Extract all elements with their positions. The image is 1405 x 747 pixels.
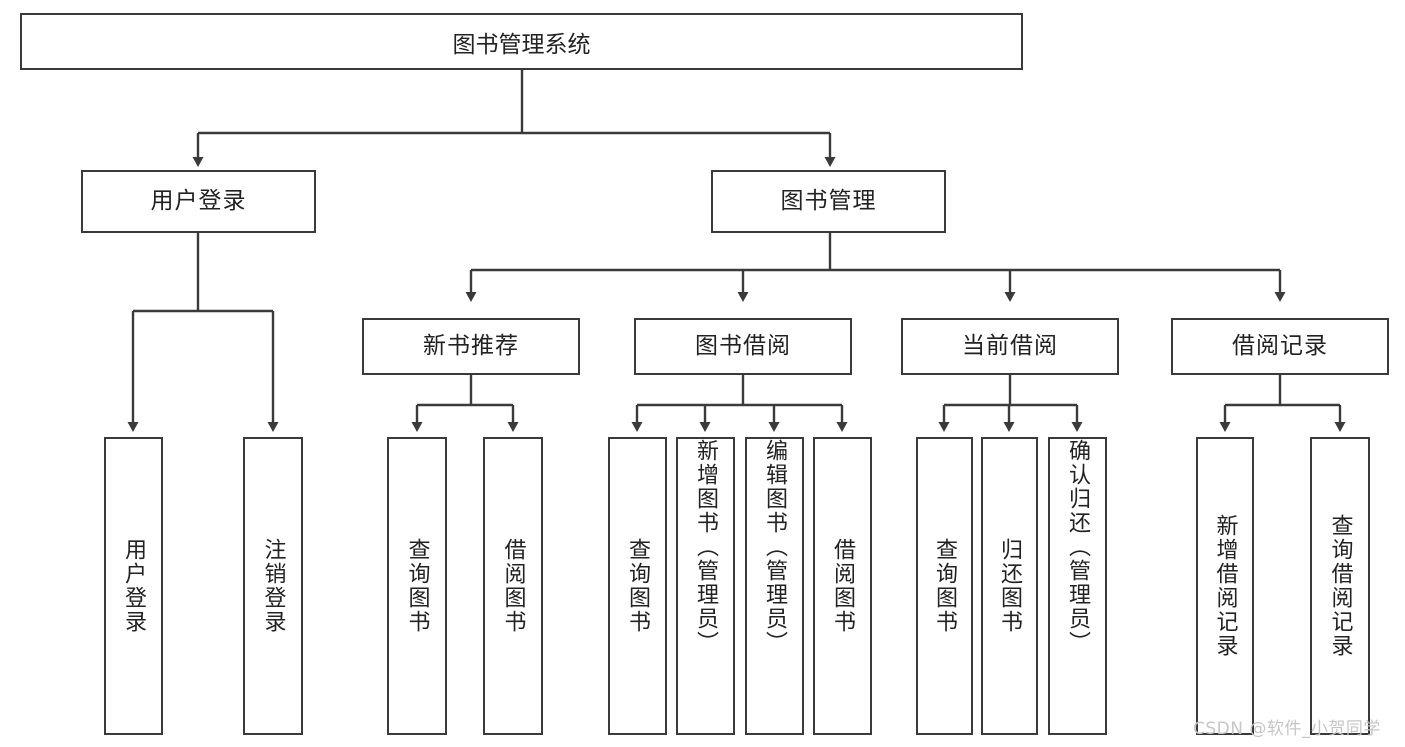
- leaf-cb-return-book-label: 归还图书: [997, 538, 1023, 634]
- leaf-bb-query-book-label: 查询图书: [625, 538, 651, 634]
- leaf-br-query-record-inner: 查询借阅记录: [1312, 439, 1368, 733]
- leaf-bb-query-book[interactable]: 查询图书: [608, 437, 667, 735]
- leaf-user-login-inner: 用户登录: [106, 439, 161, 733]
- leaf-nb-query-book-label: 查询图书: [404, 538, 430, 634]
- leaf-bb-edit-book-label: 编辑图书（管理员）: [762, 439, 788, 655]
- node-book-manage-label: 图书管理: [780, 187, 877, 214]
- leaf-bb-edit-book[interactable]: 编辑图书（管理员）: [745, 437, 804, 735]
- leaf-bb-add-book-label: 新增图书（管理员）: [693, 439, 719, 655]
- leaf-br-add-record[interactable]: 新增借阅记录: [1196, 437, 1254, 735]
- leaf-br-query-record[interactable]: 查询借阅记录: [1310, 437, 1370, 735]
- node-book-manage[interactable]: 图书管理: [711, 170, 946, 233]
- leaf-bb-edit-book-inner: 编辑图书（管理员）: [747, 439, 802, 733]
- node-borrow-record[interactable]: 借阅记录: [1171, 318, 1389, 375]
- node-user-login[interactable]: 用户登录: [81, 170, 316, 233]
- leaf-nb-borrow-book-inner: 借阅图书: [485, 439, 541, 733]
- csdn-watermark-text: CSDN @软件_小贺同学: [1193, 719, 1381, 739]
- leaf-br-add-record-inner: 新增借阅记录: [1198, 439, 1252, 733]
- leaf-nb-borrow-book[interactable]: 借阅图书: [483, 437, 543, 735]
- leaf-cb-return-book-inner: 归还图书: [983, 439, 1036, 733]
- leaf-user-login-label: 用户登录: [121, 538, 147, 634]
- leaf-br-query-record-label: 查询借阅记录: [1327, 514, 1353, 658]
- leaf-bb-add-book-inner: 新增图书（管理员）: [678, 439, 733, 733]
- leaf-bb-add-book[interactable]: 新增图书（管理员）: [676, 437, 735, 735]
- leaf-user-login[interactable]: 用户登录: [104, 437, 163, 735]
- leaf-logout-label: 注销登录: [260, 538, 286, 634]
- node-borrow-record-label: 借阅记录: [1232, 332, 1328, 359]
- leaf-cb-query-book-label: 查询图书: [932, 538, 958, 634]
- leaf-bb-query-book-inner: 查询图书: [610, 439, 665, 733]
- node-user-login-label: 用户登录: [150, 187, 247, 214]
- leaf-cb-confirm-return-label: 确认归还（管理员）: [1065, 439, 1091, 655]
- node-current-borrow[interactable]: 当前借阅: [901, 318, 1119, 375]
- leaf-cb-query-book-inner: 查询图书: [918, 439, 971, 733]
- leaf-cb-query-book[interactable]: 查询图书: [916, 437, 973, 735]
- leaf-nb-query-book[interactable]: 查询图书: [387, 437, 447, 735]
- node-book-borrow[interactable]: 图书借阅: [634, 318, 852, 375]
- leaf-nb-query-book-inner: 查询图书: [389, 439, 445, 733]
- node-current-borrow-label: 当前借阅: [962, 332, 1058, 359]
- leaf-nb-borrow-book-label: 借阅图书: [500, 538, 526, 634]
- leaf-bb-borrow-book-inner: 借阅图书: [815, 439, 870, 733]
- leaf-bb-borrow-book[interactable]: 借阅图书: [813, 437, 872, 735]
- leaf-logout-inner: 注销登录: [245, 439, 301, 733]
- node-new-book-recommend-label: 新书推荐: [423, 332, 519, 359]
- node-root-label: 图书管理系统: [452, 31, 591, 58]
- leaf-logout[interactable]: 注销登录: [243, 437, 303, 735]
- node-book-borrow-label: 图书借阅: [695, 332, 791, 359]
- node-root-system[interactable]: 图书管理系统: [20, 13, 1023, 70]
- leaf-bb-borrow-book-label: 借阅图书: [830, 538, 856, 634]
- leaf-cb-confirm-return-inner: 确认归还（管理员）: [1050, 439, 1105, 733]
- leaf-cb-return-book[interactable]: 归还图书: [981, 437, 1038, 735]
- node-new-book-recommend[interactable]: 新书推荐: [362, 318, 580, 375]
- csdn-watermark: CSDN @软件_小贺同学: [1193, 714, 1381, 739]
- leaf-br-add-record-label: 新增借阅记录: [1212, 514, 1238, 658]
- leaf-cb-confirm-return[interactable]: 确认归还（管理员）: [1048, 437, 1107, 735]
